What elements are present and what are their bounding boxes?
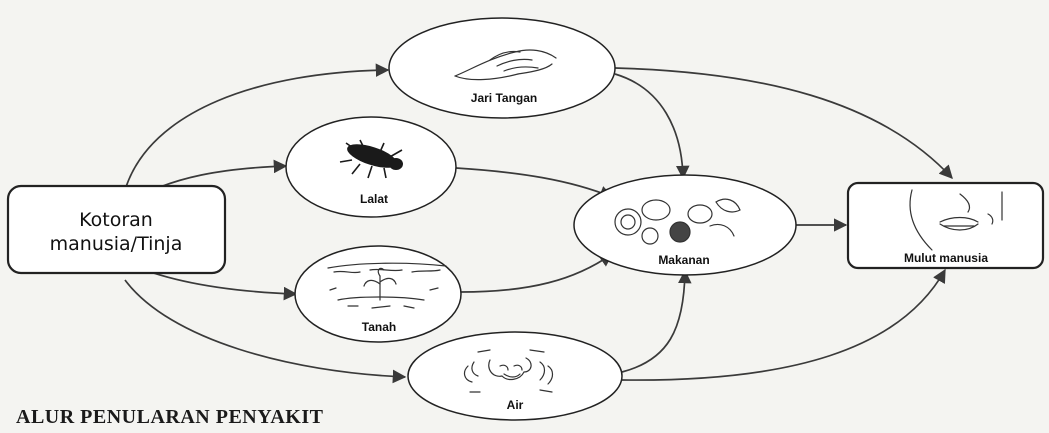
source-label-line1: Kotoran [79,209,153,231]
edge-jari-tangan-to-mulut [615,68,952,178]
makanan-label: Makanan [658,253,709,267]
jari-tangan-label: Jari Tangan [471,91,537,105]
node-source: Kotoran manusia/Tinja [8,186,225,273]
edge-tanah-to-makanan [461,254,612,292]
source-label-line2: manusia/Tinja [50,233,183,255]
node-makanan: Makanan [574,175,796,275]
edge-air-to-makanan [622,271,685,372]
node-jari-tangan: Jari Tangan [389,18,615,118]
lalat-label: Lalat [360,192,388,206]
mulut-manusia-label: Mulut manusia [904,251,988,265]
node-tanah: Tanah [295,246,461,342]
diagram-title: ALUR PENULARAN PENYAKIT [16,406,323,429]
edge-air-to-mulut [622,270,945,380]
node-air: Air [408,332,622,420]
edge-jari-tangan-to-makanan [615,74,683,178]
edge-lalat-to-makanan [456,168,612,197]
tanah-label: Tanah [362,320,396,334]
node-lalat: Lalat [286,117,456,217]
air-label: Air [507,398,524,412]
node-mulut-manusia: Mulut manusia [848,183,1043,268]
